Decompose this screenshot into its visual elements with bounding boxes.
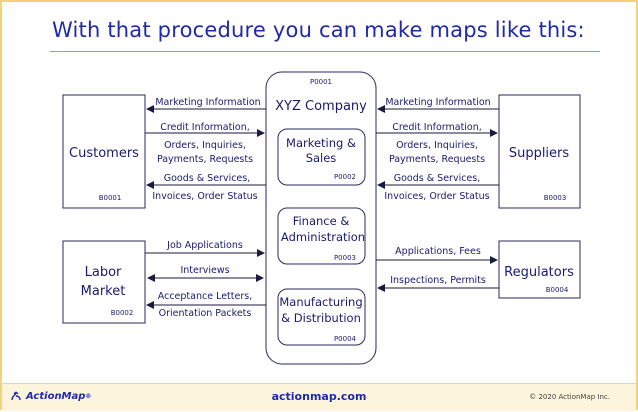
- entity-labor-code: B0002: [111, 309, 134, 317]
- entity-regulators-name: Regulators: [504, 265, 574, 280]
- process-marketing-sales-line1: Marketing &: [286, 136, 356, 150]
- entity-customers-name: Customers: [69, 146, 139, 161]
- entity-labor-line1: Labor: [85, 265, 122, 280]
- flow-reg-inspect: Inspections, Permits: [390, 275, 486, 286]
- flow-sup-credit-3: Payments, Requests: [389, 154, 485, 165]
- footer-bar: ActionMap® actionmap.com © 2020 ActionMa…: [2, 383, 636, 411]
- entity-labor-line2: Market: [81, 284, 126, 299]
- flow-sup-goods-2: Invoices, Order Status: [384, 191, 489, 202]
- slide-title: With that procedure you can make maps li…: [52, 18, 585, 42]
- arrow-interviews-right-head: [256, 274, 264, 282]
- flow-sup-credit-1: Credit Information,: [392, 122, 482, 133]
- flow-labor-accept-1: Acceptance Letters,: [158, 291, 252, 302]
- flow-labor-interviews: Interviews: [180, 265, 229, 276]
- flow-labor-accept-2: Orientation Packets: [159, 308, 252, 319]
- process-marketing-sales: [277, 128, 366, 186]
- flow-cust-credit-1: Credit Information,: [160, 122, 250, 133]
- title-divider: [50, 51, 600, 52]
- entity-customers-code: B0001: [99, 194, 122, 202]
- entity-suppliers-name: Suppliers: [509, 146, 570, 161]
- process-manufacturing-code: P0004: [334, 335, 357, 343]
- flow-cust-goods-2: Invoices, Order Status: [152, 191, 257, 202]
- flow-cust-marketing: Marketing Information: [155, 97, 260, 108]
- process-finance-admin-code: P0003: [334, 254, 356, 262]
- process-finance-admin-line2: Administration: [281, 230, 365, 244]
- process-manufacturing: [277, 288, 366, 346]
- flow-cust-credit-3: Payments, Requests: [157, 154, 253, 165]
- process-finance-admin: [277, 207, 366, 265]
- process-manufacturing-line2: & Distribution: [281, 311, 361, 325]
- flow-labor-jobs: Job Applications: [166, 240, 243, 251]
- entity-labor-market: [62, 240, 146, 324]
- company-name: XYZ Company: [275, 99, 367, 114]
- actionmap-logo[interactable]: ActionMap®: [10, 390, 91, 402]
- footer-site-link[interactable]: actionmap.com: [271, 390, 367, 403]
- process-manufacturing-line1: Manufacturing: [279, 295, 362, 309]
- entity-customers: [62, 94, 146, 209]
- flow-sup-credit-2: Orders, Inquiries,: [396, 140, 478, 151]
- process-finance-admin-line1: Finance &: [293, 214, 350, 228]
- actionmap-logo-icon: [11, 391, 21, 401]
- entity-regulators-code: B0004: [546, 286, 569, 294]
- brand-name: ActionMap: [26, 390, 86, 402]
- flow-sup-marketing: Marketing Information: [385, 97, 490, 108]
- arrow-interviews-left-head: [147, 274, 155, 282]
- footer-copyright: © 2020 ActionMap Inc.: [529, 393, 610, 401]
- flow-cust-credit-2: Orders, Inquiries,: [164, 140, 246, 151]
- flow-reg-apps: Applications, Fees: [395, 246, 481, 257]
- company-code: P0001: [310, 78, 332, 86]
- entity-suppliers: [498, 94, 581, 209]
- process-marketing-sales-line2: Sales: [306, 151, 337, 165]
- flow-sup-goods-1: Goods & Services,: [394, 173, 481, 184]
- entity-regulators: [498, 240, 581, 299]
- brand-registered-mark: ®: [85, 392, 92, 400]
- entity-suppliers-code: B0003: [544, 194, 567, 202]
- flow-cust-goods-1: Goods & Services,: [164, 173, 251, 184]
- process-marketing-sales-code: P0002: [334, 173, 356, 181]
